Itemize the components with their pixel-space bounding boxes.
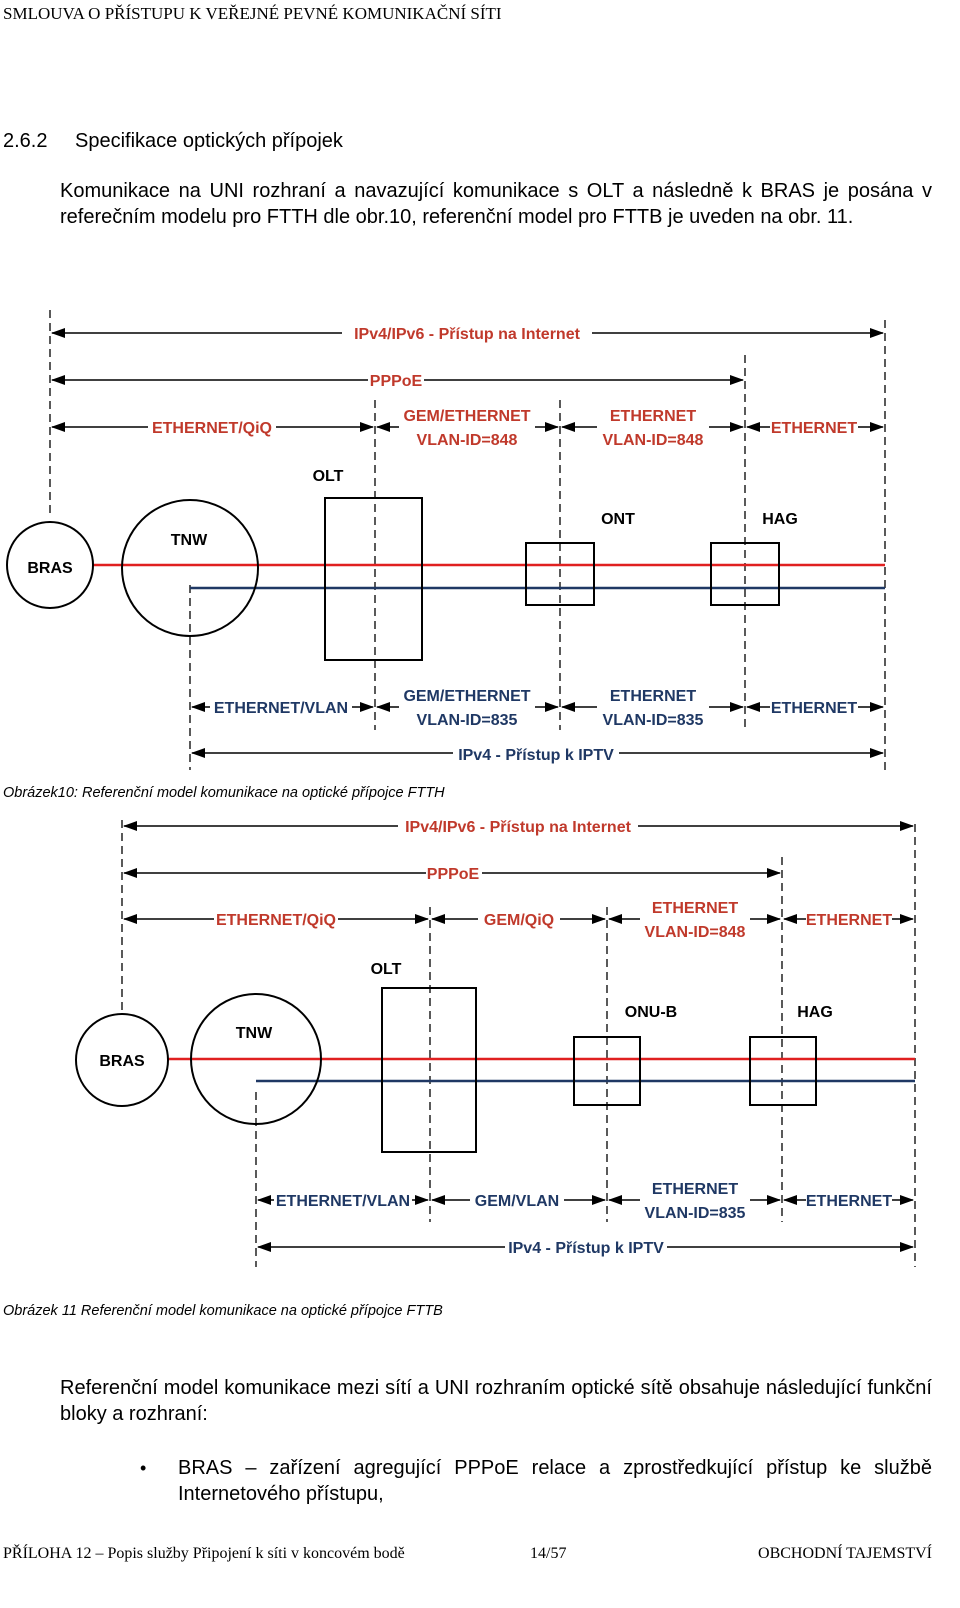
section-title: 2.6.2 Specifikace optických přípojek [3,130,343,153]
ont-box [525,542,595,606]
label-ethernet-red-end: ETHERNET [771,420,857,437]
bras-node [6,521,94,609]
page-footer: PŘÍLOHA 12 – Popis služby Připojení k sí… [0,1545,960,1565]
label-vlan-848-b: VLAN-ID=848 [603,432,704,449]
tnw-node [190,993,322,1125]
section-number: 2.6.2 [3,130,48,152]
tnw-node [121,499,259,637]
onub-box [573,1036,641,1106]
label-ethernet-qiq: ETHERNET/QiQ [152,420,272,437]
label-ethernet-red: ETHERNET [610,408,696,425]
label-iptv: IPv4 - Přístup k IPTV [508,1240,664,1257]
label-vlan-848-a: VLAN-ID=848 [417,432,518,449]
label-gem-ethernet-blue: GEM/ETHERNET [403,688,530,705]
label-onub: ONU-B [625,1004,677,1021]
label-hag: HAG [762,511,798,528]
label-ethernet-red-end: ETHERNET [806,912,892,929]
label-gem-qiq: GEM/QiQ [484,912,554,929]
label-pppoe: PPPoE [370,373,423,390]
label-iptv: IPv4 - Přístup k IPTV [458,747,614,764]
label-gem-ethernet-red: GEM/ETHERNET [403,408,530,425]
diagram-fttb: IPv4/IPv6 - Přístup na Internet PPPoE ET… [75,815,916,1267]
footer-right: OBCHODNÍ TAJEMSTVÍ [758,1545,932,1562]
label-olt: OLT [313,468,344,485]
label-bras: BRAS [27,560,73,577]
figure-caption-ftth: Obrázek10: Referenční model komunikace n… [3,785,445,801]
olt-box [324,497,423,661]
label-ethernet-vlan: ETHERNET/VLAN [276,1193,410,1210]
label-pppoe: PPPoE [427,866,480,883]
label-vlan-835-b: VLAN-ID=835 [603,712,704,729]
label-internet: IPv4/IPv6 - Přístup na Internet [354,326,581,343]
page-number: 14/57 [530,1545,567,1562]
body-paragraph: Referenční model komunikace mezi sítí a … [60,1377,932,1425]
olt-box [381,987,477,1153]
label-ont: ONT [601,511,635,528]
label-backgrounds [148,322,858,764]
dashed-guides [121,820,916,1267]
label-ethernet-vlan: ETHERNET/VLAN [214,700,348,717]
label-ethernet-qiq: ETHERNET/QiQ [216,912,336,929]
bullet-item: • BRAS – zařízení agregující PPPoE relac… [140,1455,932,1507]
label-backgrounds [214,815,892,1258]
label-vlan-835: VLAN-ID=835 [645,1205,746,1222]
label-ethernet-blue-end: ETHERNET [806,1193,892,1210]
label-olt: OLT [371,961,402,978]
bullet-marker: • [140,1458,147,1478]
label-ethernet-red: ETHERNET [652,900,738,917]
label-vlan-848: VLAN-ID=848 [645,924,746,941]
label-vlan-835-a: VLAN-ID=835 [417,712,518,729]
section-title-text: Specifikace optických přípojek [75,130,343,152]
label-ethernet-blue: ETHERNET [610,688,696,705]
diagram-ftth: IPv4/IPv6 - Přístup na Internet PPPoE ET… [6,310,886,770]
figure-caption-fttb: Obrázek 11 Referenční model komunikace n… [3,1303,443,1319]
hag-box [710,542,780,606]
bras-node [75,1013,169,1107]
label-ethernet-blue-end: ETHERNET [771,700,857,717]
label-hag: HAG [797,1004,833,1021]
label-tnw: TNW [171,532,208,549]
bullet-text: BRAS – zařízení agregující PPPoE relace … [178,1457,932,1505]
label-bras: BRAS [99,1053,145,1070]
label-gem-vlan: GEM/VLAN [475,1193,559,1210]
page-header: SMLOUVA O PŘÍSTUPU K VEŘEJNÉ PEVNÉ KOMUN… [3,4,502,23]
intro-paragraph: Komunikace na UNI rozhraní a navazující … [60,180,932,228]
label-ethernet-blue: ETHERNET [652,1181,738,1198]
footer-left: PŘÍLOHA 12 – Popis služby Připojení k sí… [3,1545,405,1562]
label-tnw: TNW [236,1025,273,1042]
hag-box [749,1036,817,1106]
label-internet: IPv4/IPv6 - Přístup na Internet [405,819,632,836]
